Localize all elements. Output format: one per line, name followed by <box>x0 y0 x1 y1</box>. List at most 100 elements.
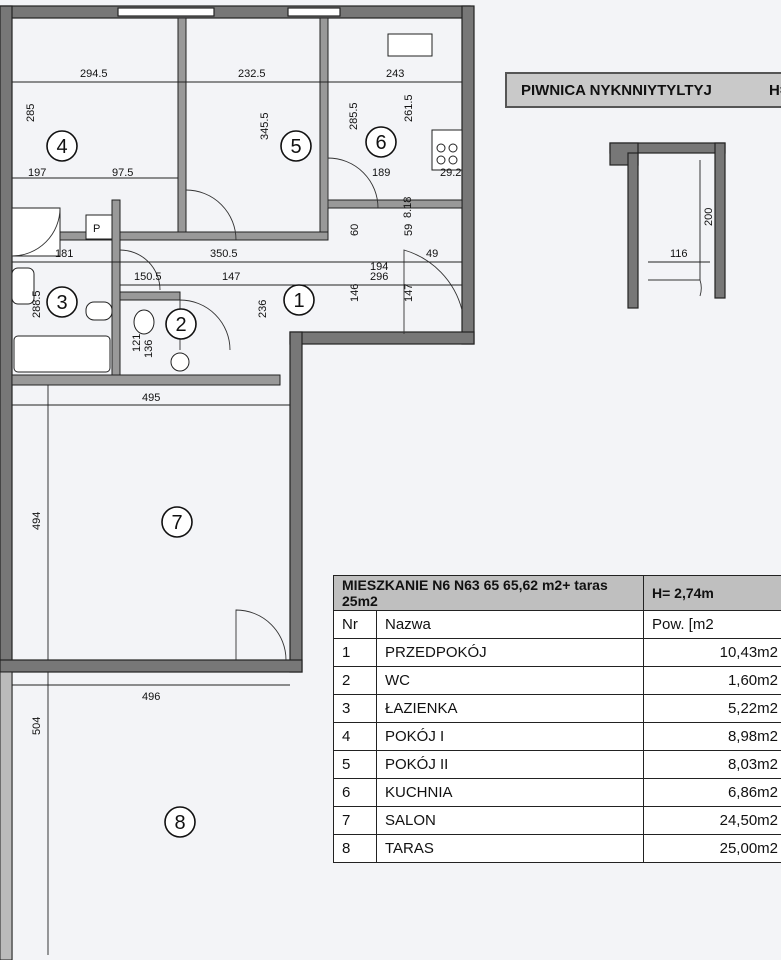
wall-right-upper <box>461 5 475 345</box>
wall-top <box>0 5 471 19</box>
basement-dim-depth: 200 <box>703 208 715 226</box>
row-nr: 3 <box>333 694 377 723</box>
row-name: PRZEDPOKÓJ <box>376 638 644 667</box>
header-nr: Nr <box>333 610 377 639</box>
stove-burner-4 <box>448 155 458 165</box>
svg-text:8: 8 <box>174 812 185 834</box>
wall-corner-horizontal <box>289 331 475 345</box>
toilet-icon <box>133 309 155 335</box>
door-bath <box>119 249 161 291</box>
dim-146: 146 <box>349 284 361 302</box>
door-r4 <box>185 189 237 241</box>
svg-text:4: 4 <box>56 136 67 158</box>
dim-terrace-w: 496 <box>142 691 160 703</box>
stove-burner-2 <box>448 143 458 153</box>
dim-r4-sub2: 97.5 <box>112 167 133 179</box>
shower-curve <box>11 207 61 257</box>
row-area: 8,03m2 <box>643 750 781 779</box>
row-name: POKÓJ II <box>376 750 644 779</box>
basement-title: PIWNICA NYKNNIYTYLTYJ H= <box>505 72 781 108</box>
dim-hall-w: 350.5 <box>210 248 238 260</box>
row-name: WC <box>376 666 644 695</box>
stove-burner-1 <box>436 143 446 153</box>
svg-text:7: 7 <box>171 512 182 534</box>
area-table: MIESZKANIE N6 N63 65 65,62 m2+ taras 25m… <box>333 575 781 863</box>
basement-plan: 116 200 <box>609 142 726 309</box>
wall-wc <box>119 291 181 301</box>
row-nr: 2 <box>333 666 377 695</box>
room-marker-7: 7 <box>161 506 193 538</box>
table-height: H= 2,74m <box>643 575 781 611</box>
stove-icon <box>431 129 463 171</box>
row-nr: 1 <box>333 638 377 667</box>
svg-text:2: 2 <box>175 314 186 336</box>
table-header-row: Nr Nazwa Pow. [m2 <box>333 610 781 639</box>
row-name: TARAS <box>376 834 644 863</box>
row-area: 25,00m2 <box>643 834 781 863</box>
header-area: Pow. [m2 <box>643 610 781 639</box>
door-r6 <box>327 157 379 209</box>
header-name: Nazwa <box>376 610 644 639</box>
row-name: POKÓJ I <box>376 722 644 751</box>
basement-dim-width: 116 <box>670 248 688 260</box>
dim-terrace-h: 504 <box>31 717 43 735</box>
sink-icon <box>387 33 433 57</box>
dim-147a: 147 <box>222 271 240 283</box>
svg-text:1: 1 <box>293 290 304 312</box>
row-area: 6,86m2 <box>643 778 781 807</box>
boiler-icon <box>85 214 113 240</box>
dim-r4-sub1: 197 <box>28 167 46 179</box>
basement-height-label: H= <box>769 82 781 99</box>
room-marker-5: 5 <box>280 130 312 162</box>
dim-147b: 147 <box>403 284 415 302</box>
room-marker-2: 2 <box>165 308 197 340</box>
row-name: SALON <box>376 806 644 835</box>
dim-bath-w: 181 <box>55 248 73 260</box>
terrace-railing <box>0 671 13 960</box>
dim-150: 150.5 <box>134 271 162 283</box>
row-area: 5,22m2 <box>643 694 781 723</box>
dim-60: 60 <box>349 224 361 236</box>
table-caption: MIESZKANIE N6 N63 65 65,62 m2+ taras 25m… <box>333 575 644 611</box>
table-caption-row: MIESZKANIE N6 N63 65 65,62 m2+ taras 25m… <box>333 575 781 611</box>
dim-r6-h2: 261.5 <box>403 94 415 122</box>
dim-r6-h1: 285.5 <box>348 102 360 130</box>
dim-r6-sub2: 29.2 <box>440 167 461 179</box>
row-nr: 5 <box>333 750 377 779</box>
dim-r4-width: 294.5 <box>80 68 108 80</box>
dim-r6-sub1: 189 <box>372 167 390 179</box>
svg-text:5: 5 <box>290 136 301 158</box>
washbasin-icon <box>11 267 35 305</box>
row-area: 24,50m2 <box>643 806 781 835</box>
row-nr: 6 <box>333 778 377 807</box>
wall-bath-right <box>111 199 121 376</box>
dim-bath-h: 288.5 <box>31 290 43 318</box>
dim-236: 236 <box>257 300 269 318</box>
room-marker-3: 3 <box>46 286 78 318</box>
dim-r6-width: 243 <box>386 68 404 80</box>
dim-r5-height: 345.5 <box>259 112 271 140</box>
window-top-2 <box>287 7 341 17</box>
dim-49: 49 <box>426 248 438 260</box>
wc-basin-icon <box>170 352 190 372</box>
wall-right-lower <box>289 331 303 673</box>
row-name: KUCHNIA <box>376 778 644 807</box>
wall-salon-top <box>11 374 281 386</box>
room-marker-8: 8 <box>164 806 196 838</box>
room-marker-4: 4 <box>46 130 78 162</box>
bathtub-icon <box>13 335 111 373</box>
row-nr: 8 <box>333 834 377 863</box>
wall-salon-bottom <box>0 659 303 673</box>
dim-r5-width: 232.5 <box>238 68 266 80</box>
wall-r5-r6 <box>319 17 329 241</box>
door-entrance <box>403 249 463 334</box>
dim-wc-a: 121 <box>131 334 143 352</box>
shower-icon <box>11 207 61 257</box>
